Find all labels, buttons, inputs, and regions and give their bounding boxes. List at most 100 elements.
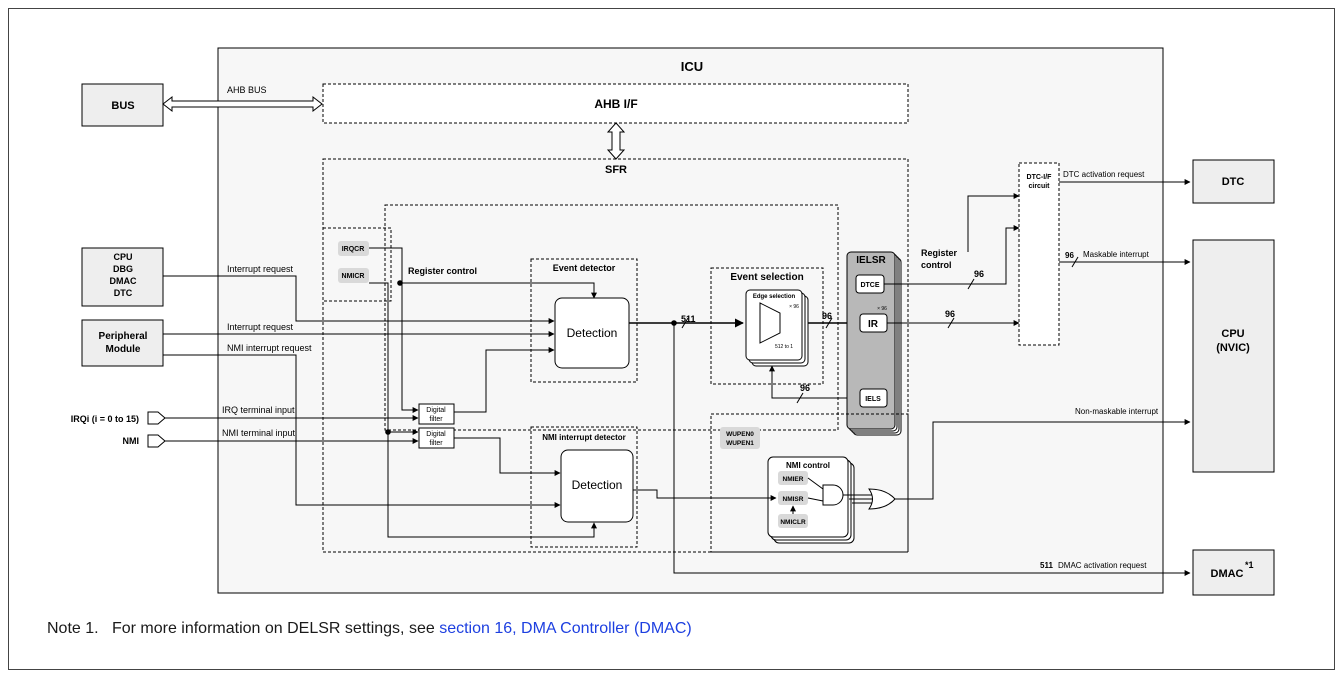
register-area — [322, 227, 392, 302]
interrupt-request-label-1: Interrupt request — [227, 264, 294, 274]
sfr-label: SFR — [605, 164, 627, 176]
non-maskable-line — [895, 419, 1191, 500]
footnote-link[interactable]: section 16, DMA Controller (DMAC) — [439, 620, 692, 637]
register-control-2-l1: Register — [921, 248, 958, 258]
edge-selection-label: Edge selection — [753, 294, 796, 300]
irqcr-box — [338, 241, 369, 256]
nmisr-label: NMISR — [783, 496, 804, 503]
cpu-group-line-4: DTC — [114, 288, 133, 298]
digital-filter-nmi-l2: filter — [429, 440, 443, 447]
dmac-superscript: *1 — [1245, 560, 1254, 570]
nmi-detector-box — [530, 426, 638, 548]
nmi-detection-label: Detection — [572, 478, 623, 492]
event-detector-label: Event detector — [553, 263, 616, 273]
ir-x96-label: × 96 — [877, 306, 887, 312]
bus-slash-96-dtce — [967, 278, 975, 290]
event-detection-box — [554, 297, 630, 369]
nmiclr-label: NMICLR — [780, 519, 806, 526]
bus-width-96-dtce: 96 — [974, 269, 984, 279]
iels-label: IELS — [865, 396, 881, 403]
cpu-nvic-l2: (NVIC) — [1216, 342, 1250, 354]
cpu-group-line-3: DMAC — [110, 276, 137, 286]
bus-slash-96-iels — [796, 392, 804, 404]
and-gate-icon — [822, 484, 844, 506]
footnote-text: For more information on DELSR settings, … — [111, 620, 440, 637]
nmi-detector-label: NMI interrupt detector — [542, 433, 626, 442]
nmier-box — [778, 471, 808, 485]
cpu-nvic-l1: CPU — [1221, 328, 1244, 340]
event-selection-label: Event selection — [730, 272, 803, 283]
edge-x96-label: × 96 — [789, 304, 799, 310]
dmac-bus-511 — [673, 323, 1191, 576]
nmicr-label: NMICR — [342, 273, 365, 280]
irqcr-label: IRQCR — [342, 246, 365, 253]
irq-filter-out — [454, 347, 555, 413]
bus-width-511: 511 — [681, 314, 696, 324]
wupen-box — [720, 427, 760, 449]
nmiclr-box — [778, 514, 808, 528]
dtc-activation-label: DTC activation request — [1063, 170, 1145, 179]
cpu-nvic-box — [1192, 239, 1275, 473]
cpu-dbg-dmac-dtc-box — [81, 247, 164, 307]
event-detector-box — [530, 258, 638, 383]
nmisr-box — [778, 491, 808, 505]
dtce-label: DTCE — [860, 282, 879, 289]
interrupt-request-line-1 — [163, 275, 555, 324]
irqcr-wire — [369, 247, 419, 413]
peripheral-line-2: Module — [106, 344, 141, 355]
irq-terminal-name: IRQi (i = 0 to 15) — [71, 414, 139, 424]
mux-symbol — [759, 302, 781, 344]
nmi-detection-box — [560, 449, 634, 523]
icu-title: ICU — [681, 59, 703, 74]
dtc-if-l1: DTC-I/F — [1027, 174, 1053, 181]
register-control-region — [384, 204, 839, 431]
event-detection-label: Detection — [567, 326, 618, 340]
cpu-group-line-2: DBG — [113, 264, 133, 274]
nmi-terminal-input-label: NMI terminal input — [222, 428, 296, 438]
register-control-2-l2: control — [921, 260, 952, 270]
bus-slash-96-ir — [825, 317, 833, 329]
nmier-label: NMIER — [783, 476, 804, 483]
nmicr-wire — [369, 282, 597, 538]
dmac-activation-label: DMAC activation request — [1058, 561, 1147, 570]
maskable-label: Maskable interrupt — [1083, 250, 1150, 259]
non-maskable-label: Non-maskable interrupt — [1075, 407, 1159, 416]
ahb-bus-arrow — [162, 95, 323, 113]
bus-width-96-maskable: 96 — [1065, 251, 1074, 260]
nmi-filter-out — [454, 437, 561, 476]
bus-slash-511 — [681, 317, 689, 329]
figure-frame — [8, 8, 1335, 670]
cpu-group-line-1: CPU — [113, 252, 132, 262]
iels-box — [859, 388, 888, 408]
bus-box — [81, 83, 164, 127]
nmicr-box — [338, 268, 369, 283]
bus-width-96-ir-out: 96 — [945, 309, 955, 319]
bus-width-511-dmac: 511 — [1040, 561, 1053, 570]
nmi-terminal-name: NMI — [123, 436, 140, 446]
nmi-control-label: NMI control — [786, 461, 830, 470]
irq-terminal-symbol — [147, 411, 166, 425]
nmi-terminal-symbol — [147, 434, 166, 448]
bus-slash-96-ir-out — [947, 317, 955, 329]
ielsr-label: IELSR — [856, 255, 886, 266]
junction-dot-1 — [397, 280, 403, 286]
nmisr-to-and — [807, 497, 824, 502]
digital-filter-irq-l1: Digital — [426, 407, 446, 414]
register-control-label: Register control — [408, 266, 477, 276]
peripheral-module-box — [81, 319, 164, 367]
iels-feedback — [769, 365, 860, 399]
nmi-detect-out — [633, 489, 777, 501]
wupen0-label: WUPEN0 — [726, 431, 754, 438]
bus-label: BUS — [111, 100, 134, 112]
ir-label: IR — [868, 319, 879, 330]
dtcif-control-line — [967, 193, 1020, 252]
interrupt-request-label-2: Interrupt request — [227, 322, 294, 332]
wupen1-label: WUPEN1 — [726, 440, 754, 447]
event-selection-box — [710, 267, 824, 385]
bus-slash-96-maskable — [1071, 256, 1079, 268]
dtc-label: DTC — [1222, 176, 1245, 188]
footnote: Note 1. For more information on DELSR se… — [47, 620, 692, 638]
footnote-prefix: Note 1. — [47, 620, 99, 637]
mux-512-label: 512 to 1 — [775, 344, 793, 350]
